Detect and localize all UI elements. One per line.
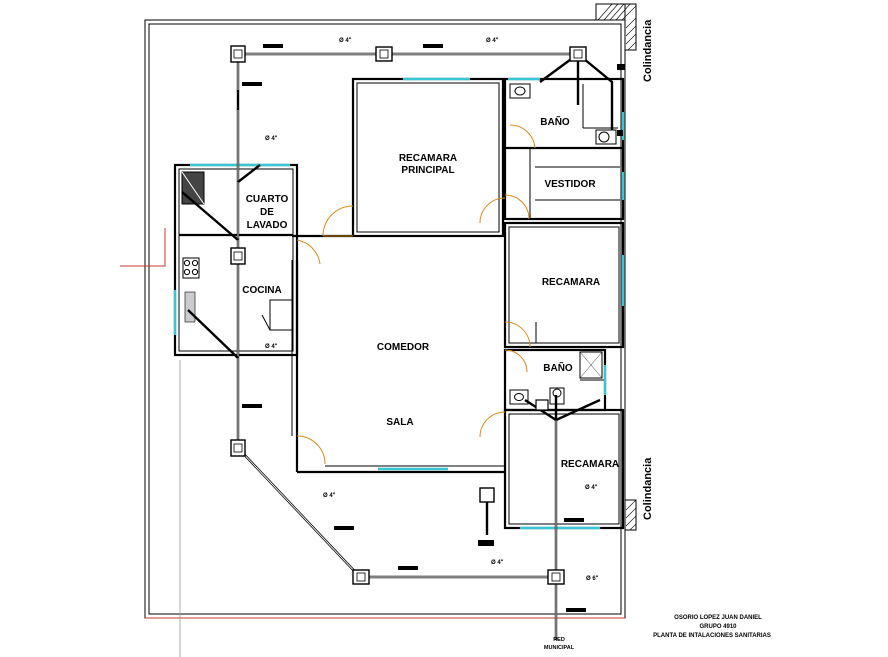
colindancia-label-top: Colindancia [642, 19, 654, 82]
pipe-label-top-left: Ø 4" [339, 38, 352, 44]
register-box [230, 247, 246, 265]
site-corner-accent [120, 228, 166, 267]
pipe-label-kitchen: Ø 4" [265, 344, 278, 350]
register-box [547, 569, 565, 585]
title-author: OSORIO LOPEZ JUAN DANIEL [674, 615, 762, 621]
toilet-top-bath [595, 129, 617, 145]
sink-top-bath [509, 83, 531, 99]
doors [296, 124, 536, 465]
pipe-label-to-street: Ø 6" [586, 576, 599, 582]
building-walls [173, 77, 625, 530]
room-vestidor: VESTIDOR [544, 179, 596, 190]
shower-bottom-bath [579, 351, 603, 379]
red-municipal-line2: MUNICIPAL [544, 645, 575, 651]
room-cuarto-line1: CUARTO [246, 194, 289, 205]
room-labels: RECAMARA PRINCIPAL BAÑO VESTIDOR CUARTO … [242, 115, 619, 470]
site-boundary [144, 19, 626, 657]
colindancia-label-bottom: Colindancia [642, 457, 654, 520]
register-box [230, 439, 246, 457]
room-recamara-principal-line2: PRINCIPAL [401, 165, 454, 176]
red-municipal: RED MUNICIPAL [544, 637, 575, 651]
colindancia-hatch-top [595, 3, 637, 51]
pipe-label-bottom-run: Ø 4" [491, 560, 504, 566]
room-bano-bottom: BAÑO [543, 361, 573, 374]
pipe-label-recamara-drop: Ø 4" [585, 485, 598, 491]
windows [173, 77, 625, 530]
room-recamara-principal-line1: RECAMARA [399, 153, 457, 164]
pipe-label-upper-vertical: Ø 4" [265, 136, 278, 142]
sink-bottom-bath [509, 389, 529, 405]
stove [182, 257, 200, 279]
room-recamara-mid: RECAMARA [542, 277, 600, 288]
room-cuarto-line2: DE [260, 207, 274, 218]
kitchen-sink [184, 291, 196, 323]
title-drawing: PLANTA DE INTALACIONES SANITARIAS [653, 633, 771, 639]
room-cuarto-line3: LAVADO [247, 220, 288, 231]
title-group: GRUPO 4910 [699, 624, 737, 630]
room-bano-top: BAÑO [540, 115, 570, 128]
pipe-label-diagonal: Ø 4" [323, 493, 336, 499]
registers [230, 45, 587, 585]
room-sala: SALA [386, 417, 413, 428]
room-cocina: COCINA [242, 285, 281, 296]
pipe-diameter-labels: Ø 4" Ø 4" Ø 4" Ø 4" Ø 4" Ø 4" Ø 4" Ø 6" [265, 38, 599, 582]
register-box [479, 487, 495, 503]
red-municipal-line1: RED [553, 637, 565, 643]
annotation-tags [242, 44, 625, 612]
pipe-label-top-right: Ø 4" [486, 38, 499, 44]
register-box [375, 46, 393, 62]
register-box [569, 46, 587, 62]
fridge [269, 299, 293, 331]
room-comedor: COMEDOR [377, 342, 430, 353]
register-box [230, 45, 246, 63]
register-box [352, 569, 370, 585]
colindancia-hatch-bottom [624, 499, 637, 531]
title-block: OSORIO LOPEZ JUAN DANIEL GRUPO 4910 PLAN… [653, 615, 771, 639]
register-box [535, 399, 549, 411]
room-recamara-low: RECAMARA [561, 459, 619, 470]
